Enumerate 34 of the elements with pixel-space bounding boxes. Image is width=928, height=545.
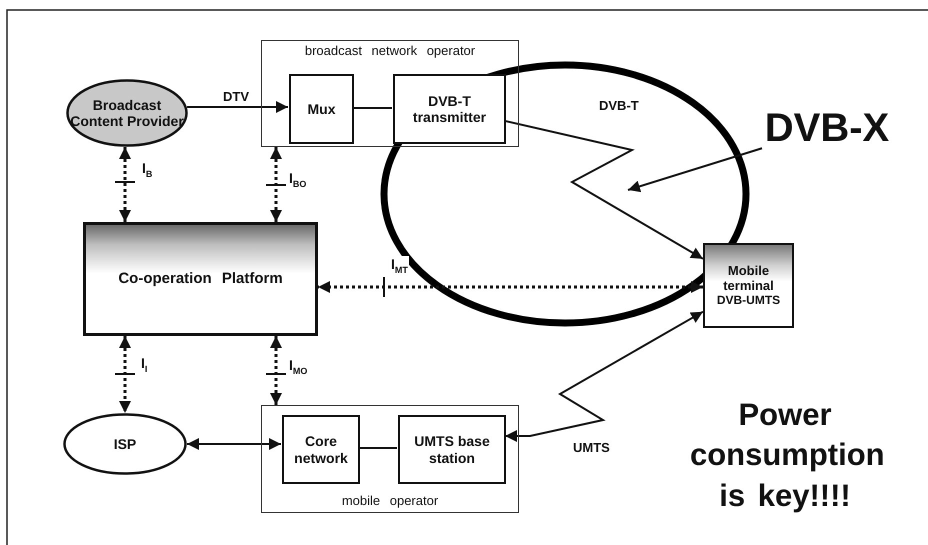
platform-box <box>83 222 318 336</box>
box-label: Mux <box>308 100 336 118</box>
operator-group-box <box>261 40 519 147</box>
process-box <box>398 415 506 484</box>
double-arrow <box>266 336 286 405</box>
node-label: ISP <box>114 436 136 452</box>
group-heading: broadcast network operator <box>304 44 476 59</box>
provider-ellipse <box>63 413 187 475</box>
process-box <box>282 415 360 484</box>
box-label: UMTS base station <box>413 433 491 466</box>
arrow <box>187 101 288 113</box>
double-arrow <box>115 336 135 413</box>
process-box <box>393 74 506 144</box>
double-arrow <box>318 277 703 297</box>
box-label: DVB-T transmitter <box>412 92 488 126</box>
box-label: DVB-UMTS <box>716 294 780 308</box>
callout-text: DVB-X <box>762 100 892 156</box>
terminal-box <box>703 243 794 328</box>
double-arrow <box>266 147 286 222</box>
double-arrow <box>505 310 704 442</box>
arrow <box>628 147 762 192</box>
box-label: Core network <box>293 433 349 466</box>
box-label: Mobile terminal <box>722 264 775 294</box>
connector-line <box>359 447 397 449</box>
operator-group-box <box>261 405 519 513</box>
node-label: Broadcast Content Provider <box>69 96 185 130</box>
provider-ellipse <box>66 79 188 147</box>
box-label: Co-operation Platform <box>118 270 283 288</box>
double-arrow <box>115 145 135 222</box>
double-arrow <box>187 438 281 450</box>
connector-line <box>353 107 392 109</box>
arrow <box>504 120 704 260</box>
group-heading: mobile operator <box>340 494 440 509</box>
process-box <box>289 74 354 144</box>
